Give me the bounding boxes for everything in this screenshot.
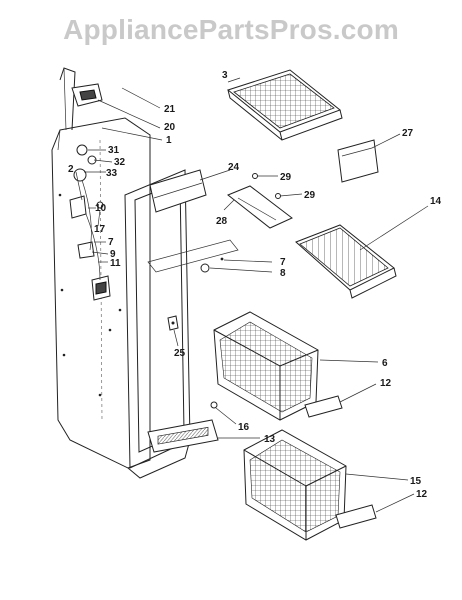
part-3-shelf: [226, 69, 343, 141]
callout-27: 27: [402, 128, 414, 139]
leader-lines: [75, 77, 429, 513]
part-16-screw: [210, 401, 218, 409]
callout-8: 8: [280, 268, 286, 279]
callout-1: 1: [166, 135, 172, 146]
callout-12b: 12: [416, 489, 428, 500]
part-12-handle-upper: [304, 395, 343, 418]
part-27-bin-front: [337, 139, 379, 183]
callout-24: 24: [228, 162, 240, 173]
callout-20: 20: [164, 122, 176, 133]
callout-11: 11: [110, 258, 121, 269]
callout-21: 21: [164, 104, 176, 115]
callout-10: 10: [95, 203, 107, 214]
callout-labels: 21 20 1 31 32 2 33 10 17 7 9 11 3 27 24 …: [68, 70, 442, 500]
control-components: [69, 83, 111, 301]
callout-12a: 12: [380, 378, 392, 389]
part-8-fitting: [200, 263, 210, 273]
callout-13: 13: [264, 434, 276, 445]
callout-7a: 7: [108, 237, 114, 248]
part-15-basket: [243, 429, 347, 541]
callout-29b: 29: [304, 190, 316, 201]
part-28-bracket: [227, 173, 293, 229]
callout-2: 2: [68, 164, 74, 175]
callout-14: 14: [430, 196, 442, 207]
callout-6: 6: [382, 358, 388, 369]
part-14-wire-shelf: [295, 224, 397, 299]
callout-32: 32: [114, 157, 126, 168]
callout-7b: 7: [280, 257, 286, 268]
divider-plate: [147, 239, 239, 273]
callout-16: 16: [238, 422, 250, 433]
part-24-rail: [149, 169, 207, 213]
watermark: AppliancePartsPros.com: [63, 14, 399, 45]
callout-28: 28: [216, 216, 228, 227]
callout-9: 9: [110, 249, 116, 260]
part-25-bracket: [167, 315, 179, 331]
callout-33: 33: [106, 168, 118, 179]
callout-17: 17: [94, 224, 106, 235]
part-13-trim: [147, 419, 219, 453]
callout-31: 31: [108, 145, 120, 156]
part-12-handle-lower: [335, 504, 377, 529]
callout-29a: 29: [280, 172, 292, 183]
callout-15: 15: [410, 476, 422, 487]
callout-25: 25: [174, 348, 186, 359]
part-6-basket: [213, 311, 319, 421]
callout-3: 3: [222, 70, 228, 81]
